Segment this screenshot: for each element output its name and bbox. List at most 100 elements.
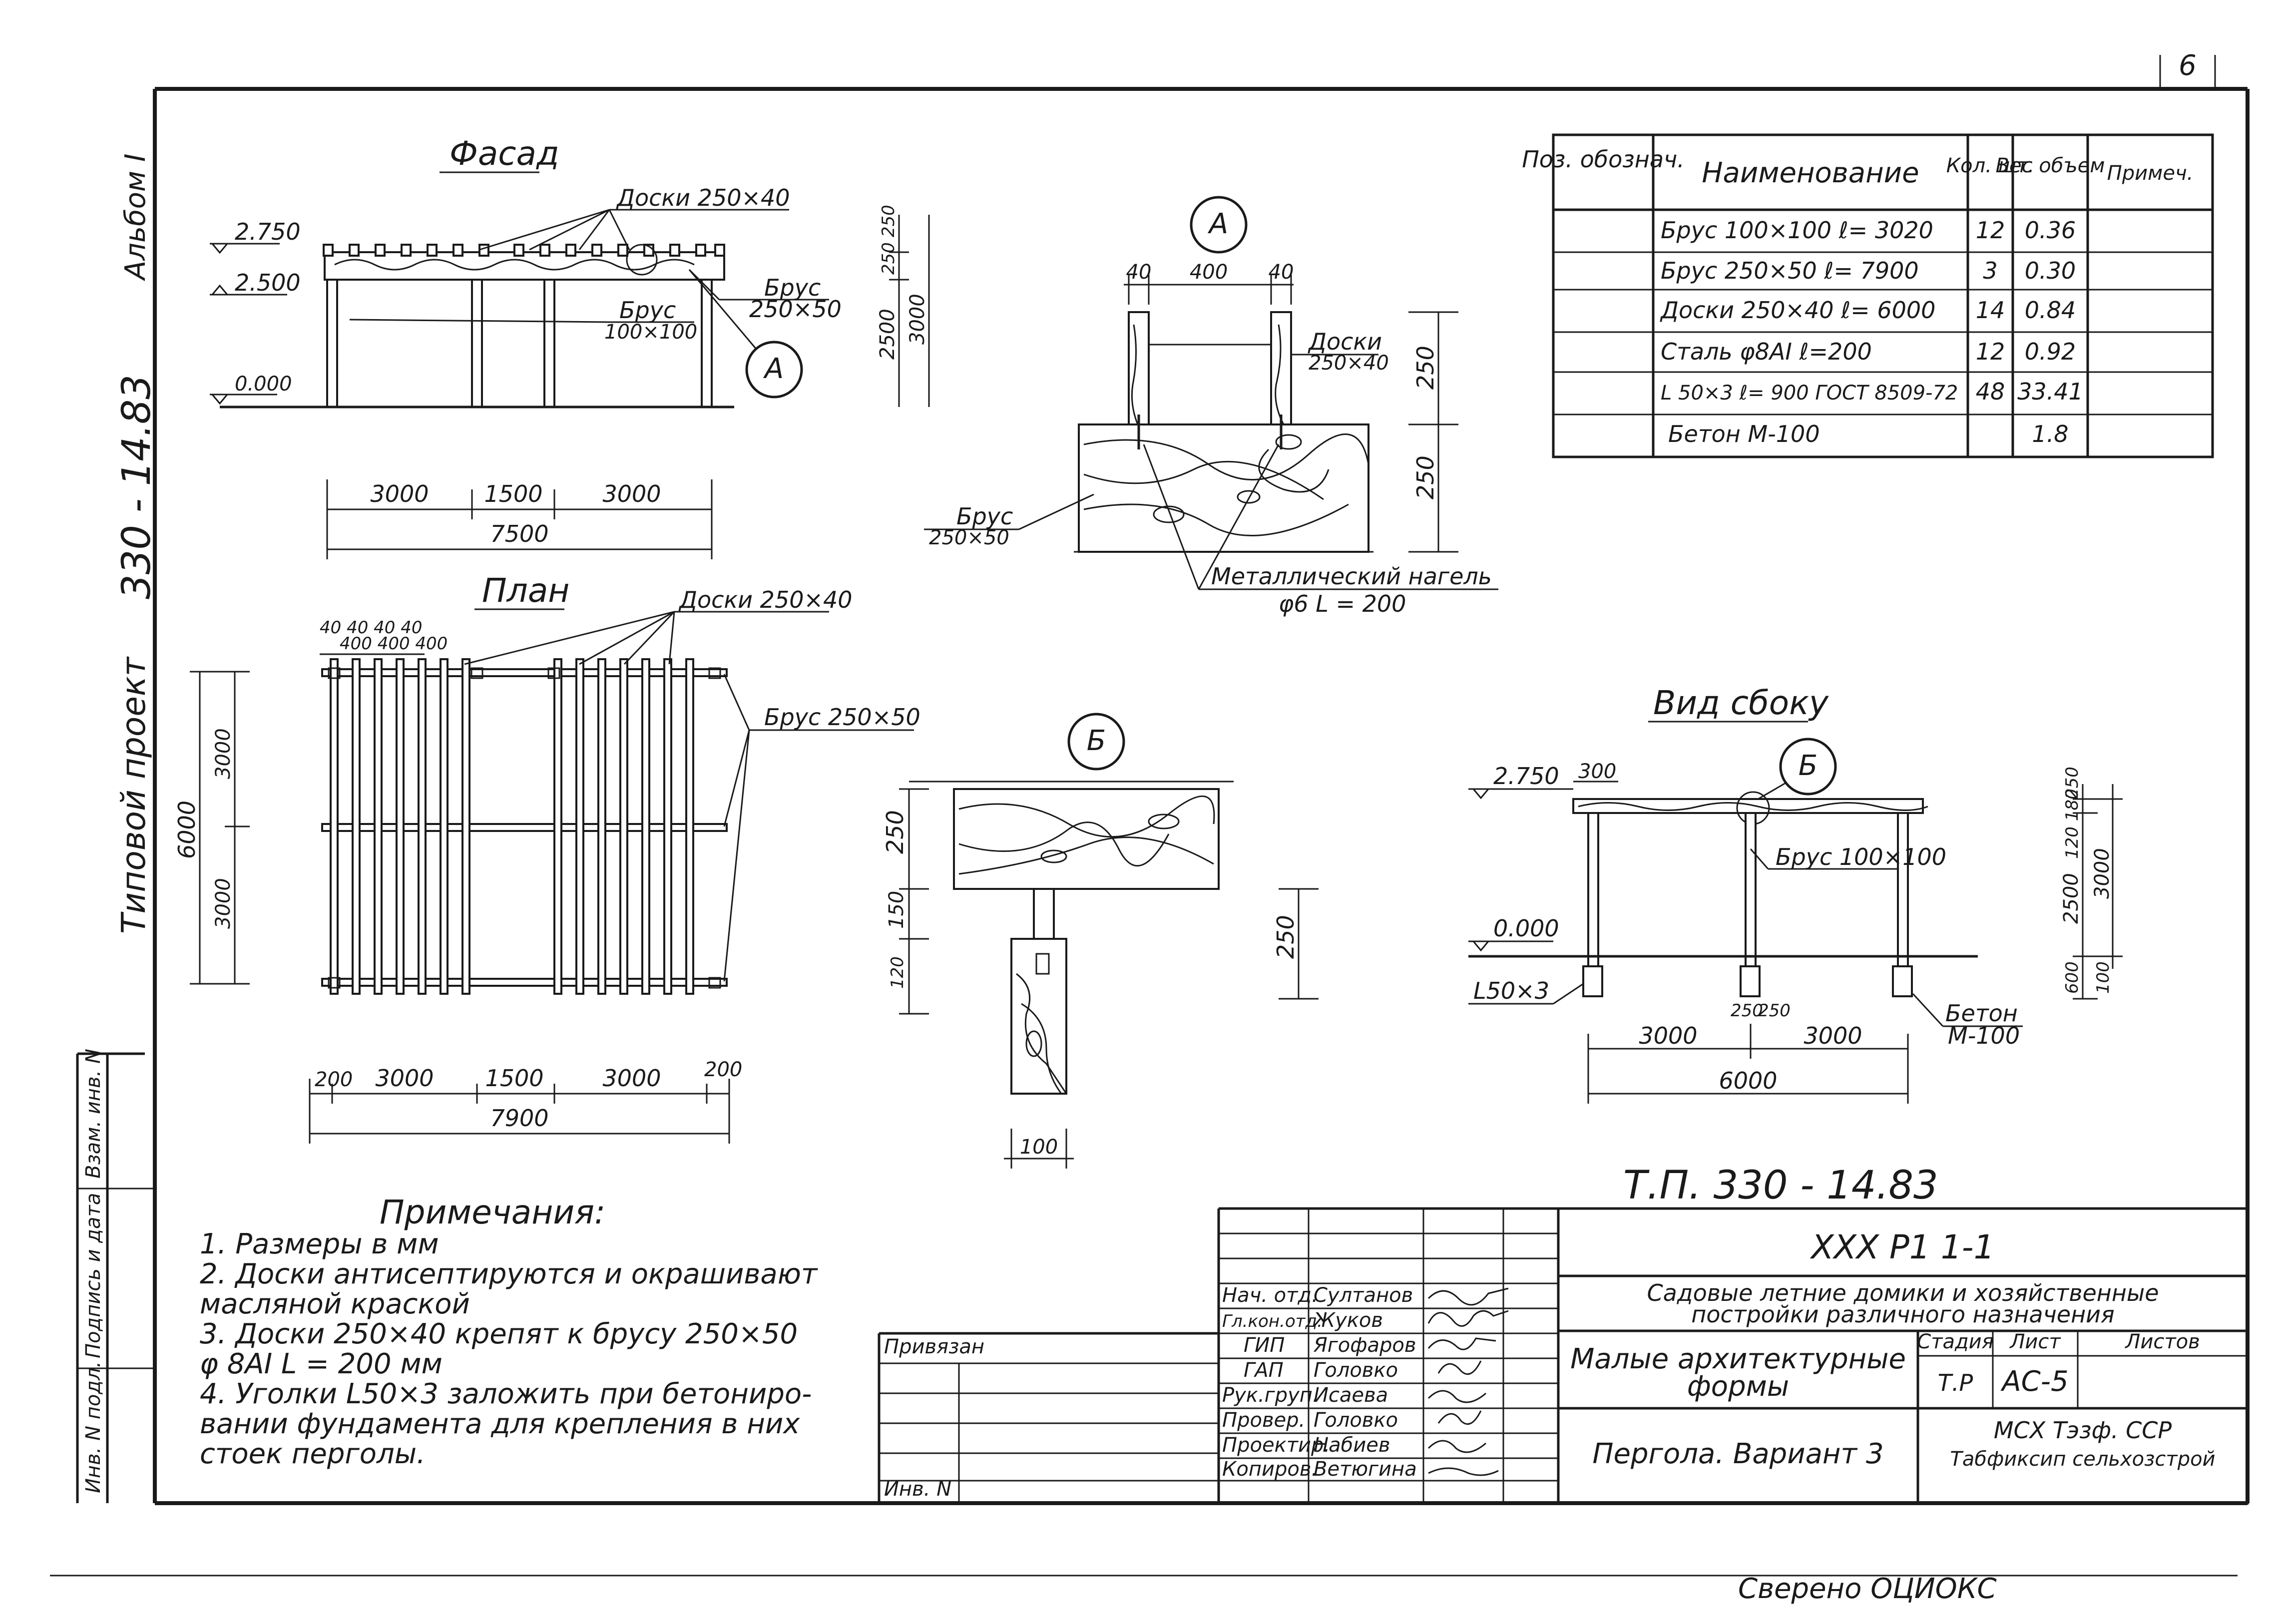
notes-line-7: вании фундамента для крепления в них — [200, 1408, 800, 1440]
title-sheet-header: Лист — [2009, 1330, 2061, 1353]
side-post-3 — [1897, 812, 1909, 969]
notes-block: Примечания: 1. Размеры в мм 2. Доски ант… — [200, 1193, 818, 1470]
node-a-board-left — [1128, 311, 1150, 425]
stamp-replace-label: Взам. инв. N — [82, 1049, 105, 1179]
facade-view: Фасад — [210, 134, 930, 559]
title-sheets-header: Листов — [2124, 1330, 2200, 1353]
facade-vertical-dimensions: 250 250 2500 3000 — [876, 205, 930, 407]
side-dim-250a: 250 — [1731, 1001, 1763, 1021]
spec-row-6-name: Бетон М-100 — [1668, 420, 1820, 447]
side-post-label: Брус 100×100 — [1776, 843, 1946, 870]
spec-row-4-qty: 12 — [1976, 338, 2005, 365]
node-a-circle — [1190, 196, 1248, 254]
side-vdim-250: 250 — [2062, 767, 2082, 799]
node-a-dowel-top: Металлический нагель — [1211, 563, 1492, 590]
title-stage: Т.Р — [1938, 1369, 1973, 1396]
spec-row-1-qty: 12 — [1976, 217, 2005, 244]
spec-row-3-name: Доски 250×40 ℓ= 6000 — [1660, 297, 1935, 324]
staff-name-5: Исаева — [1314, 1384, 1388, 1407]
facade-dim-1500: 1500 — [484, 480, 542, 507]
node-a-dowel-bot: φ6 L = 200 — [1279, 590, 1406, 617]
facade-elev-0000: 0.000 — [235, 373, 292, 396]
notes-title: Примечания: — [380, 1193, 605, 1231]
spec-header-pos-text: Поз. обознач. — [1522, 146, 1685, 173]
spec-row-1-name: Брус 100×100 ℓ= 3020 — [1661, 217, 1933, 244]
plan-view: План 40 40 40 40 400 400 400 — [173, 571, 920, 1144]
notes-line-5: φ 8AI L = 200 мм — [200, 1348, 443, 1380]
title-doc-code: Т.П. 330 - 14.83 — [1623, 1163, 1938, 1208]
facade-elev-2500: 2.500 — [235, 269, 301, 296]
stamp-sign-label: Подпись и дата — [82, 1193, 105, 1358]
spec-row-5-qty: 48 — [1976, 378, 2005, 405]
node-a-dim-40b: 40 — [1269, 261, 1294, 284]
notes-line-2: 2. Доски антисептируются и окрашивают — [200, 1258, 818, 1290]
facade-node-a: А — [763, 353, 784, 385]
node-b-beam — [953, 788, 1220, 890]
title-section-1: Малые архитектурные — [1570, 1343, 1906, 1375]
node-a-dim-400: 400 — [1190, 261, 1228, 284]
staff-role-6: Провер. — [1222, 1409, 1305, 1432]
side-angle-label: L50×3 — [1473, 977, 1549, 1004]
spec-row-2-name: Брус 250×50 ℓ= 7900 — [1661, 257, 1919, 284]
facade-post-1 — [326, 279, 338, 408]
side-dim-300: 300 — [1578, 760, 1616, 783]
side-view: Вид сбоку Б 2.750 0.000 300 Брус 100×100… — [1468, 684, 2123, 1104]
facade-vdim-3000: 3000 — [906, 294, 929, 345]
facade-dim-7500: 7500 — [490, 520, 548, 547]
spec-row-4-name: Сталь φ8AI ℓ=200 — [1661, 338, 1872, 365]
node-b-vdim-250: 250 — [882, 810, 908, 854]
plan-dim-1500: 1500 — [485, 1065, 543, 1092]
plan-beam-label: Брус 250×50 — [764, 704, 920, 731]
side-view-title: Вид сбоку — [1653, 684, 1829, 722]
plan-top-dims-a: 40 40 40 40 — [320, 618, 422, 638]
notes-line-3: масляной краской — [200, 1288, 470, 1320]
staff-role-8: Копиров. — [1222, 1458, 1318, 1481]
spec-header-name: Наименование — [1702, 157, 1919, 189]
notes-line-4: 3. Доски 250×40 крепят к брусу 250×50 — [200, 1318, 798, 1350]
plan-vdim-6000: 6000 — [173, 801, 200, 859]
staff-role-5: Рук.груп. — [1222, 1384, 1319, 1407]
title-block: Т.П. 330 - 14.83 Привязан Инв. N Нач. о — [878, 1163, 2249, 1505]
facade-board-ends — [323, 244, 725, 257]
side-node-b: Б — [1799, 750, 1817, 782]
node-b-circle — [1067, 713, 1125, 771]
staff-name-3: Ягофаров — [1313, 1334, 1416, 1357]
facade-post-label-top: Брус — [619, 297, 676, 324]
node-b-label: Б — [1087, 725, 1106, 757]
plan-vdim-3000b: 3000 — [212, 878, 235, 929]
plan-dim-7900: 7900 — [490, 1105, 548, 1132]
node-a-dim-40a: 40 — [1126, 261, 1152, 284]
staff-name-7: Набиев — [1314, 1434, 1390, 1457]
type-project-label: Типовой проект — [114, 656, 153, 934]
spec-row-2-weight: 0.30 — [2025, 257, 2076, 284]
side-vdim-2500: 2500 — [2060, 873, 2083, 924]
title-section-2: формы — [1687, 1370, 1789, 1403]
staff-role-1: Нач. отд. — [1222, 1284, 1318, 1307]
title-inv: Инв. N — [884, 1478, 951, 1501]
staff-name-2: Жуков — [1312, 1309, 1383, 1332]
facade-beam-label-bot: 250×50 — [749, 296, 842, 323]
staff-role-4: ГАП — [1244, 1359, 1284, 1382]
title-subject-1: Садовые летние домики и хозяйственные — [1647, 1279, 2159, 1306]
plan-boards — [330, 658, 694, 995]
spec-table: Поз. обознач. Наименование Кол. шт. Вес … — [1522, 133, 2214, 458]
spec-row-5-weight: 33.41 — [2017, 378, 2083, 405]
plan-vdim-3000a: 3000 — [212, 728, 235, 779]
stamp-inv-label: Инв. N подл. — [82, 1361, 105, 1493]
spec-row-2-qty: 3 — [1983, 257, 1997, 284]
node-a-boards-top: Доски — [1308, 328, 1382, 355]
facade-post-2 — [471, 279, 483, 408]
spec-row-5-name: L 50×3 ℓ= 900 ГОСТ 8509-72 — [1661, 382, 1958, 405]
node-b-vdim-250r: 250 — [1272, 915, 1299, 959]
facade-dimensions: 3000 1500 3000 7500 — [326, 479, 713, 559]
side-vdim-600: 600 — [2062, 961, 2082, 994]
facade-boards-label: Доски 250×40 — [616, 184, 790, 211]
facade-beam — [324, 251, 725, 281]
node-b-vdim-120: 120 — [888, 956, 908, 989]
staff-name-4: Головко — [1314, 1359, 1398, 1382]
sheet-number: 6 — [2179, 49, 2197, 82]
plan-boards-label: Доски 250×40 — [678, 586, 853, 613]
side-post-2 — [1745, 812, 1757, 969]
facade-post-label-bot: 100×100 — [604, 321, 697, 344]
node-b-detail: Б 250 150 120 250 100 — [882, 713, 1319, 1169]
